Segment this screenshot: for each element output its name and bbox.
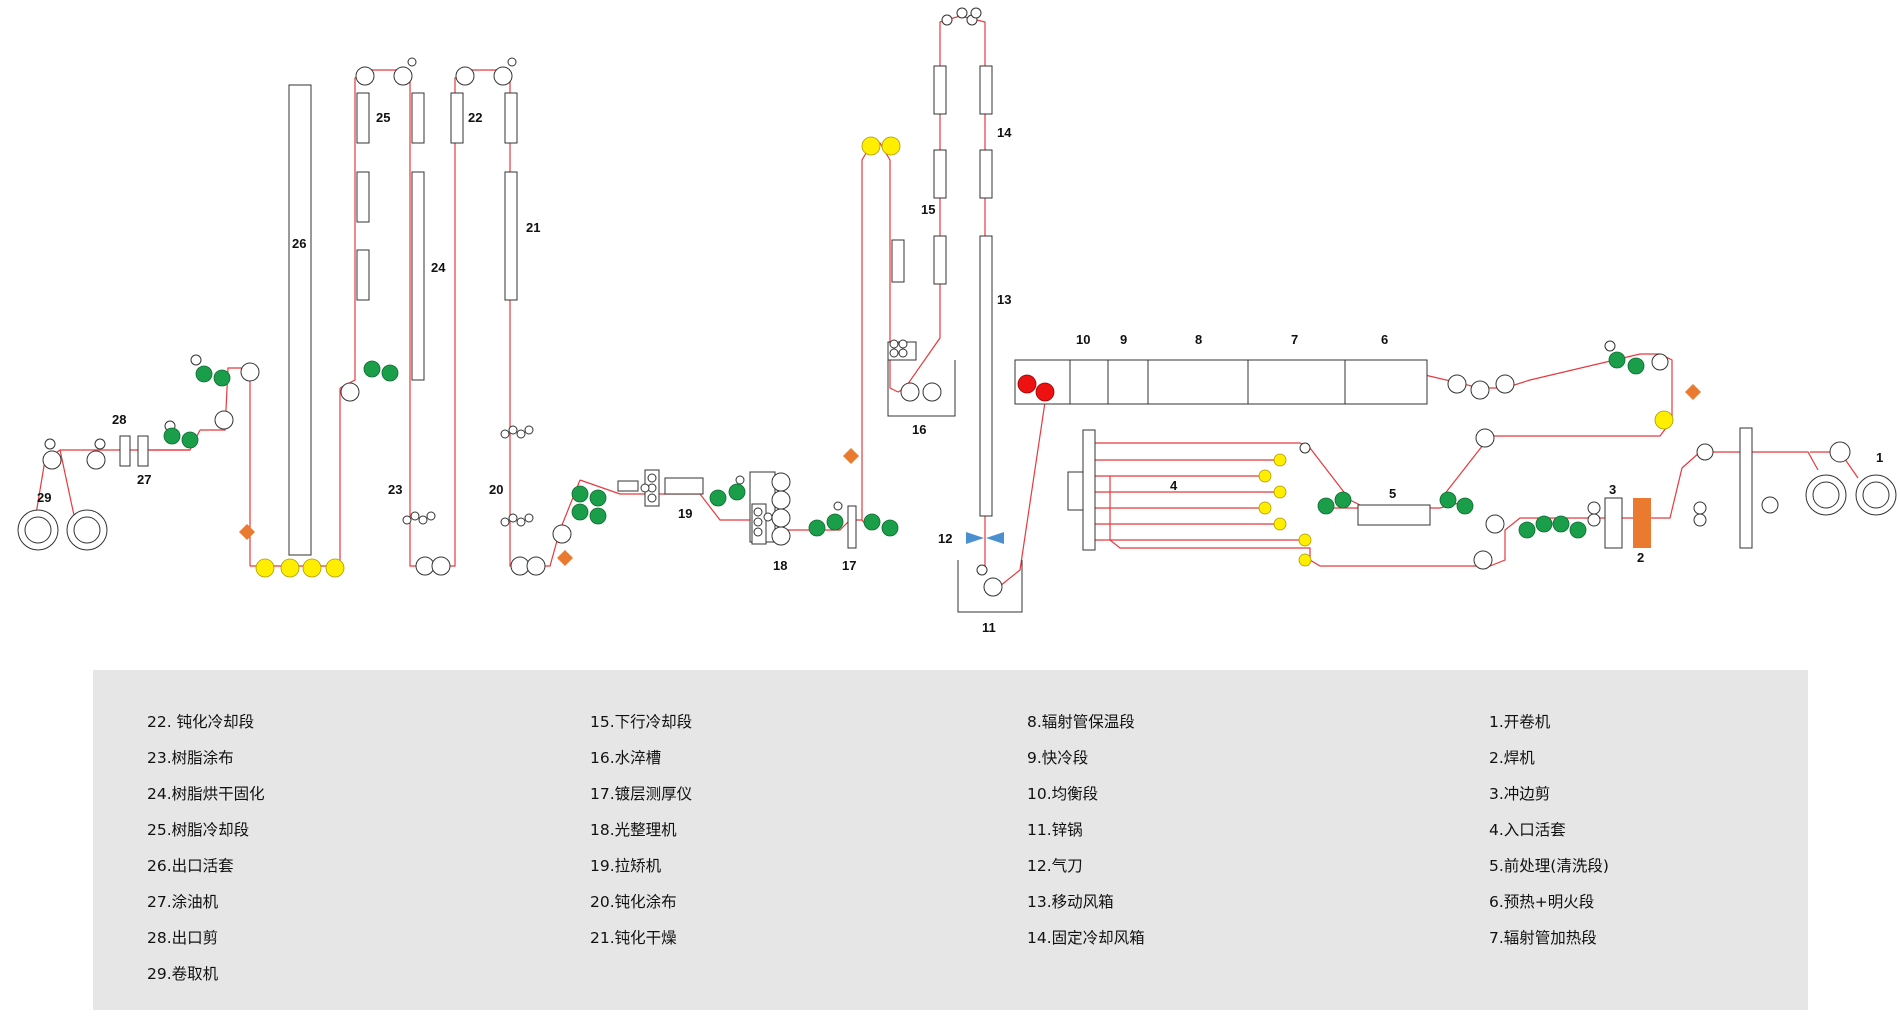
label-7: 7 [1291, 332, 1298, 347]
label-25: 25 [376, 110, 390, 125]
label-20: 20 [489, 482, 503, 497]
legend-column-4: 1.开卷机 2.焊机 3.冲边剪 4.入口活套 5.前处理(清洗段) 6.预热+… [1489, 712, 1609, 964]
legend-item: 15.下行冷却段 [590, 713, 693, 731]
label-11: 11 [982, 620, 996, 635]
legend-item: 12.气刀 [1027, 857, 1083, 875]
label-17: 17 [842, 558, 856, 573]
legend-item: 19.拉矫机 [590, 857, 662, 875]
legend-item: 10.均衡段 [1027, 785, 1099, 803]
legend-item: 22. 钝化冷却段 [147, 713, 255, 731]
orange-markers [239, 384, 1701, 566]
label-4: 4 [1170, 478, 1178, 493]
legend-item: 7.辐射管加热段 [1489, 929, 1597, 947]
welder-body [1633, 498, 1651, 548]
label-8: 8 [1195, 332, 1202, 347]
label-10: 10 [1076, 332, 1090, 347]
legend-item: 16.水淬槽 [590, 749, 662, 767]
rolls-red [1017, 374, 1055, 402]
rolls-yellow [255, 136, 1674, 578]
legend-item: 5.前处理(清洗段) [1489, 857, 1609, 875]
legend-column-2: 15.下行冷却段 16.水淬槽 17.镀层测厚仪 18.光整理机 19.拉矫机 … [590, 712, 692, 964]
label-14: 14 [997, 125, 1012, 140]
legend-item: 14.固定冷却风箱 [1027, 929, 1145, 947]
label-6: 6 [1381, 332, 1388, 347]
legend-item: 20.钝化涂布 [590, 893, 677, 911]
label-12: 12 [938, 531, 952, 546]
legend-column-3: 8.辐射管保温段 9.快冷段 10.均衡段 11.锌锅 12.气刀 13.移动风… [1027, 712, 1145, 964]
legend-item: 9.快冷段 [1027, 749, 1089, 767]
legend-panel: 22. 钝化冷却段 23.树脂涂布 24.树脂烘干固化 25.树脂冷却段 26.… [93, 670, 1808, 1010]
label-13: 13 [997, 292, 1011, 307]
label-15: 15 [921, 202, 935, 217]
legend-item: 21.钝化干燥 [590, 929, 677, 947]
label-27: 27 [137, 472, 151, 487]
label-22: 22 [468, 110, 482, 125]
legend-item: 3.冲边剪 [1489, 785, 1551, 803]
label-16: 16 [912, 422, 926, 437]
legend-item: 24.树脂烘干固化 [147, 785, 265, 803]
label-19: 19 [678, 506, 692, 521]
label-1: 1 [1876, 450, 1883, 465]
label-21: 21 [526, 220, 540, 235]
legend-item: 25.树脂冷却段 [147, 821, 250, 839]
legend-item: 6.预热+明火段 [1489, 893, 1595, 911]
air-knife [966, 532, 1004, 544]
legend-item: 4.入口活套 [1489, 821, 1566, 839]
rolls-white [17, 7, 1897, 597]
label-9: 9 [1120, 332, 1127, 347]
equipment [119, 65, 1753, 613]
label-28: 28 [112, 412, 126, 427]
legend-item: 27.涂油机 [147, 893, 219, 911]
legend-item: 2.焊机 [1489, 749, 1535, 767]
legend-item: 8.辐射管保温段 [1027, 713, 1135, 731]
legend-item: 23.树脂涂布 [147, 749, 234, 767]
label-26: 26 [292, 236, 306, 251]
label-5: 5 [1389, 486, 1396, 501]
rolls-green [163, 351, 1645, 539]
legend-item: 11.锌锅 [1027, 821, 1083, 839]
label-2: 2 [1637, 550, 1644, 565]
legend-item: 29.卷取机 [147, 965, 219, 983]
legend-item: 28.出口剪 [147, 929, 219, 947]
legend-item: 26.出口活套 [147, 857, 234, 875]
label-24: 24 [431, 260, 446, 275]
legend-item: 1.开卷机 [1489, 713, 1551, 731]
station-labels: 1 2 3 4 5 6 7 8 9 10 11 12 13 14 15 16 1… [37, 110, 1883, 635]
legend-item: 18.光整理机 [590, 821, 677, 839]
label-3: 3 [1609, 482, 1616, 497]
legend-item: 17.镀层测厚仪 [590, 785, 693, 803]
legend-item: 13.移动风箱 [1027, 893, 1114, 911]
label-23: 23 [388, 482, 402, 497]
legend-column-1: 22. 钝化冷却段 23.树脂涂布 24.树脂烘干固化 25.树脂冷却段 26.… [147, 712, 265, 1000]
label-18: 18 [773, 558, 787, 573]
process-line-diagram: 1 2 3 4 5 6 7 8 9 10 11 12 13 14 15 16 1… [17, 7, 1897, 635]
label-29: 29 [37, 490, 51, 505]
